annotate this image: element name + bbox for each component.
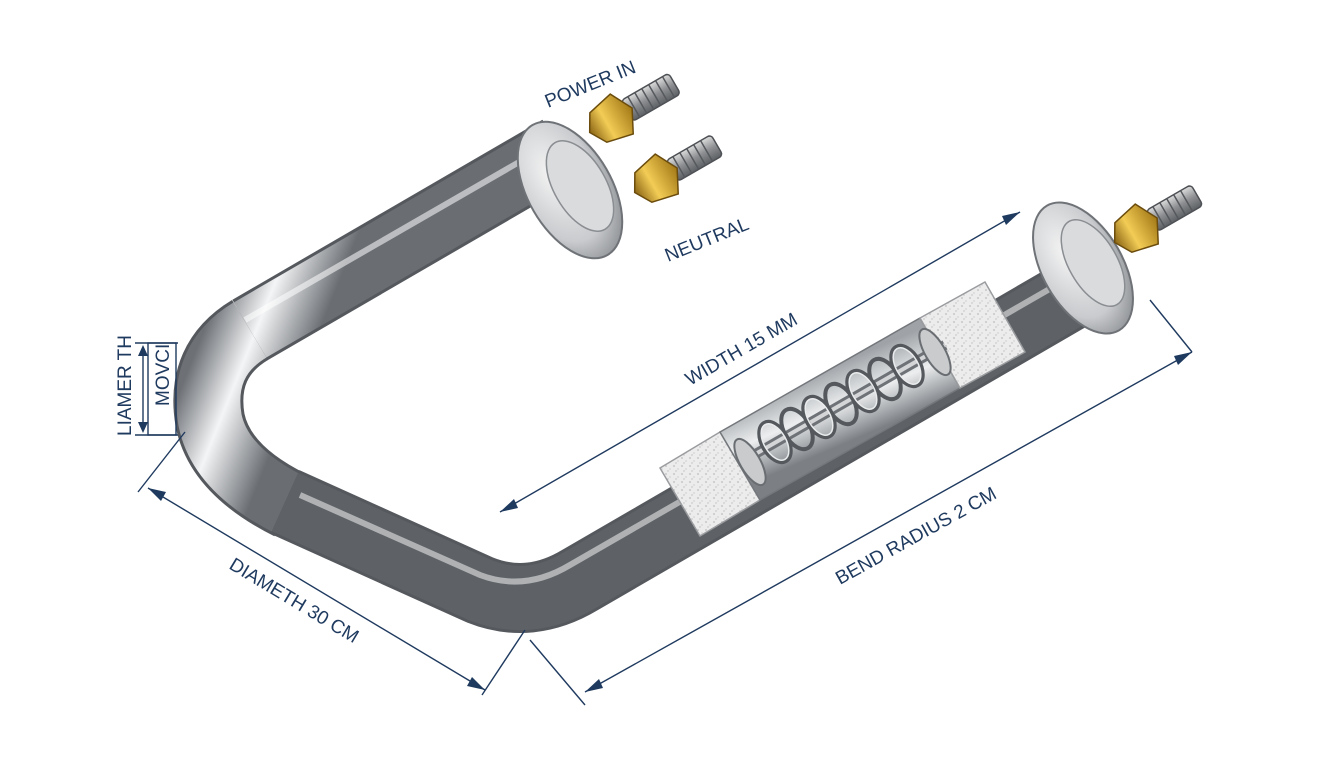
flange-left [516, 120, 624, 260]
dimension-wall-thickness [135, 342, 178, 436]
label-diameter: DIAMETH 30 CM [225, 554, 362, 648]
label-liamer: LIAMER TH [115, 335, 136, 436]
label-bend-radius: BEND RADIUS 2 CM [832, 483, 1000, 589]
terminal-right [1113, 185, 1203, 254]
label-width: WIDTH 15 MM [682, 309, 801, 390]
label-movci: MOVCI [153, 344, 174, 406]
label-neutral: NEUTRAL [662, 214, 752, 267]
dimension-bend-radius [529, 299, 1193, 706]
flange-right [1032, 201, 1134, 335]
dimension-diameter [137, 431, 526, 696]
tube-body [173, 119, 1098, 633]
tube-cutaway [658, 280, 1027, 538]
terminal-neutral [633, 135, 723, 204]
terminal-power-in [588, 73, 680, 144]
heating-coil [757, 343, 925, 465]
dimension-width [499, 211, 1021, 513]
